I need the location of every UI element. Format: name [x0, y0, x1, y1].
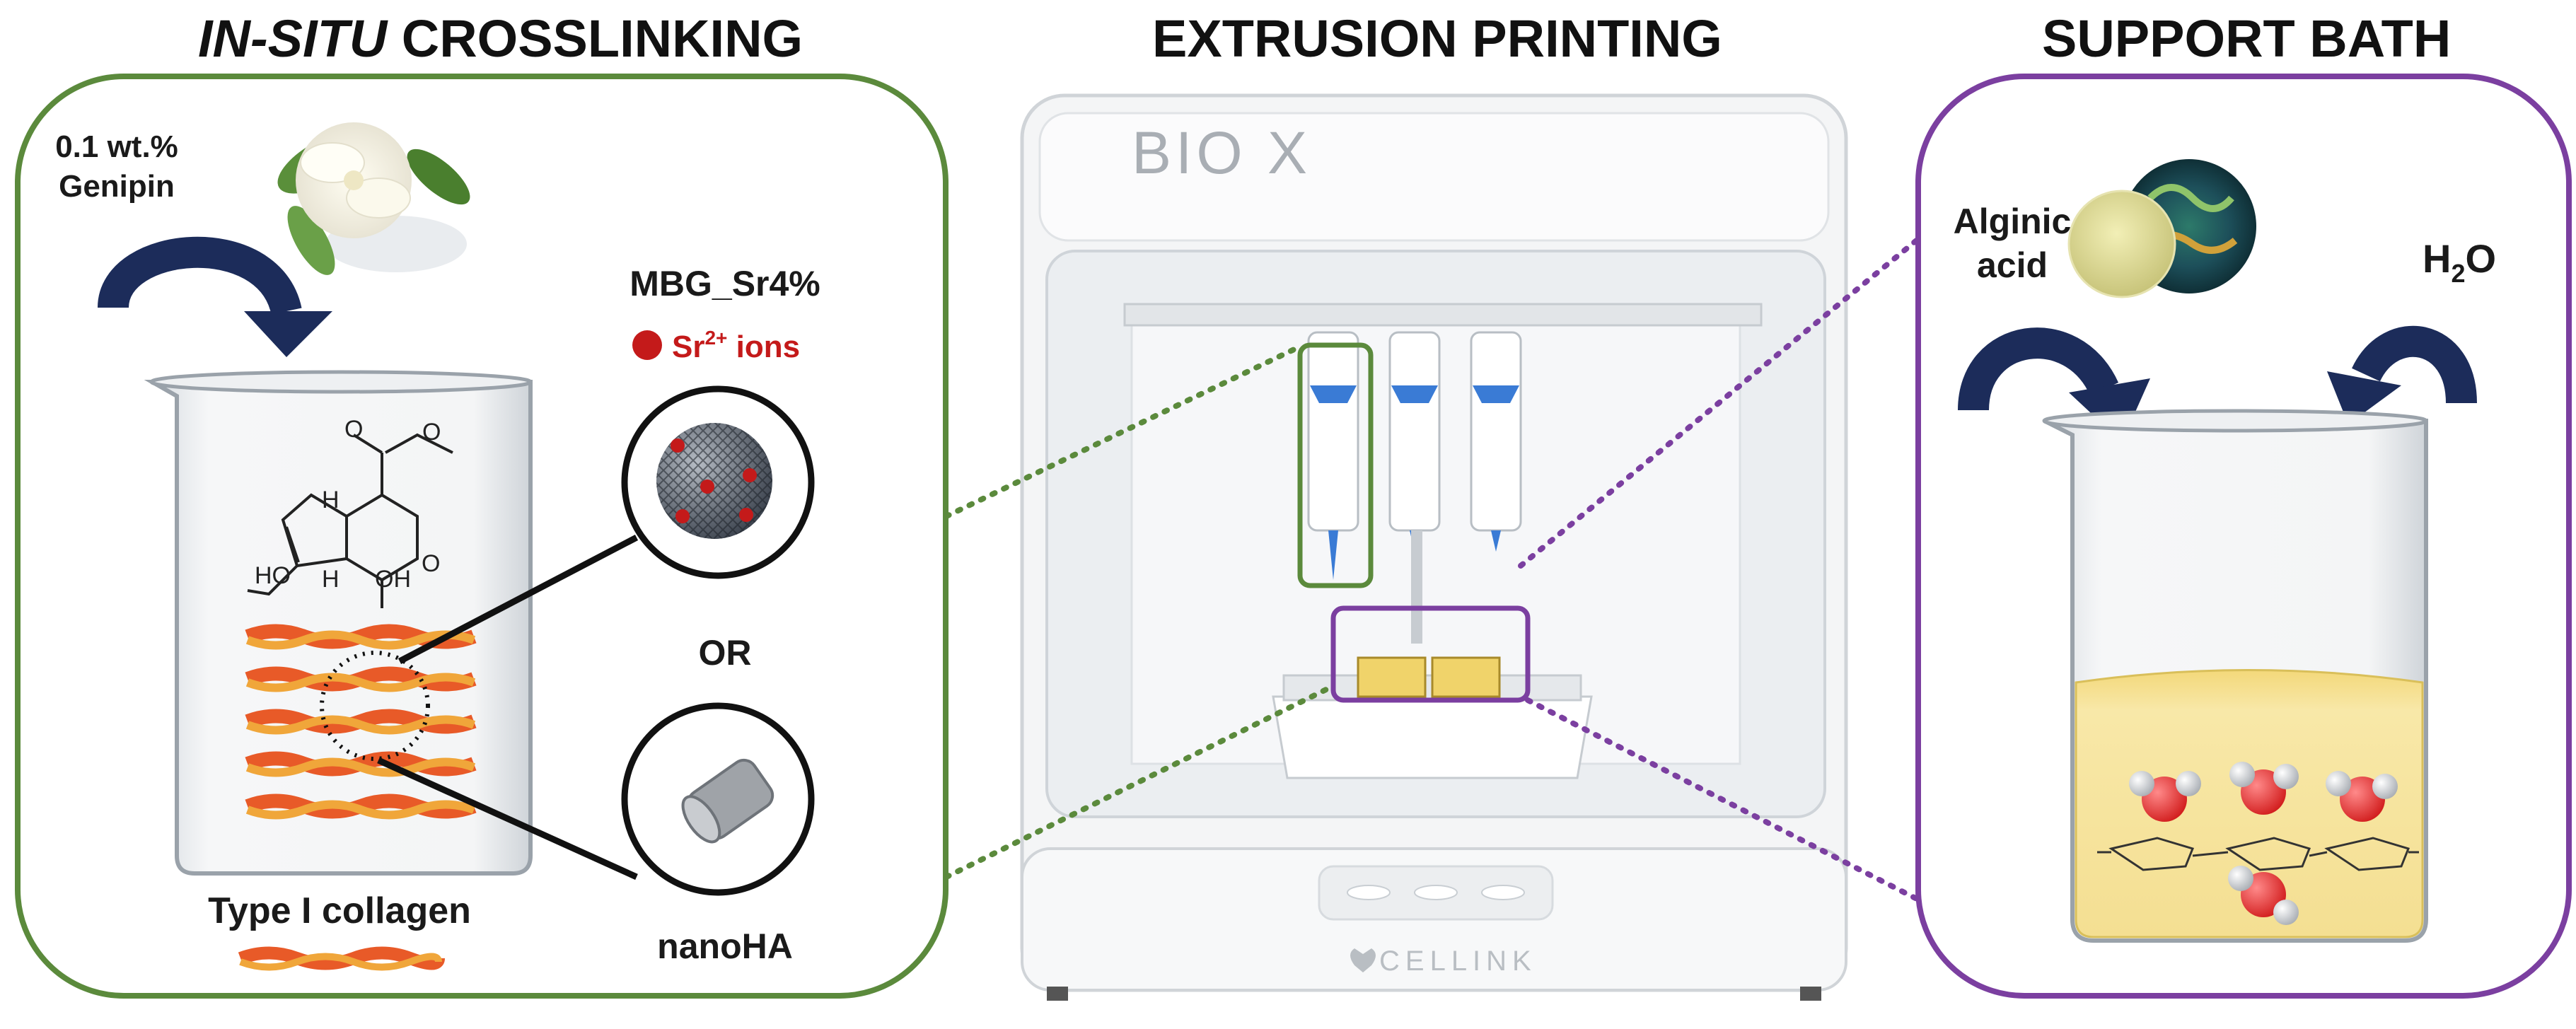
sr-ions-label: Sr2+ ions — [672, 327, 800, 364]
svg-text:O: O — [344, 416, 363, 443]
collagen-beaker — [144, 370, 533, 876]
mbg-label: MBG_Sr4% — [630, 264, 820, 303]
svg-text:OH: OH — [375, 566, 411, 593]
zoom-line-nanoha — [377, 757, 638, 880]
printed-construct-1 — [1357, 656, 1427, 698]
bioprinter-illustration: BIO X — [1020, 93, 1848, 1001]
gardenia-flower-image — [277, 122, 470, 275]
svg-text:H: H — [322, 487, 340, 513]
connector-right-bottom — [1525, 697, 1921, 902]
printer-foot-left — [1047, 987, 1068, 1001]
water-label: H2O — [2423, 236, 2496, 288]
right-panel-border — [1915, 74, 2572, 999]
print-gantry — [1123, 303, 1763, 327]
svg-text:O: O — [422, 419, 441, 446]
alginic-acid-label-line1: Alginic — [1954, 202, 2072, 241]
nanoha-particle — [681, 758, 774, 844]
mbg-sphere — [656, 423, 772, 539]
zoom-line-mbg — [398, 535, 639, 664]
alginic-arrow-head — [2069, 378, 2150, 442]
alginic-acid-powder-image — [2067, 190, 2176, 298]
support-bath-beaker — [2042, 409, 2428, 943]
genipin-curved-arrow — [98, 236, 302, 315]
connector-left-top — [944, 344, 1303, 519]
left-panel-border — [15, 74, 948, 999]
genipin-molecule-labels: O O O H H HO OH — [255, 416, 441, 593]
svg-text:O: O — [422, 550, 440, 577]
printhead-2 — [1388, 331, 1441, 552]
right-panel: Alginic acid H2O — [1915, 74, 2572, 999]
genipin-concentration-label: 0.1 wt.% — [55, 129, 178, 164]
water-molecules — [2129, 762, 2398, 925]
alginic-acid-curved-arrow — [1958, 327, 2119, 412]
cellink-brand-label: CELLINK — [1379, 946, 1537, 977]
right-panel-header: SUPPORT BATH — [2042, 9, 2451, 68]
printed-construct-2 — [1431, 656, 1501, 698]
svg-text:H: H — [322, 566, 340, 593]
zoom-region-circle — [320, 651, 430, 761]
collagen-label: Type I collagen — [208, 890, 471, 931]
print-bed-highlight — [1330, 605, 1531, 703]
genipin-label: Genipin — [59, 169, 175, 204]
connector-right-top — [1518, 236, 1921, 569]
genipin-molecule-structure — [247, 433, 453, 608]
printer-brand-label: BIO X — [1132, 120, 1311, 186]
collagen-strand-icon — [238, 946, 445, 971]
center-panel-header: EXTRUSION PRINTING — [1152, 9, 1722, 68]
alginic-acid-label-line2: acid — [1977, 245, 2048, 285]
cellink-heart-logo — [1350, 948, 1376, 972]
water-curved-arrow — [2352, 325, 2477, 405]
or-label: OR — [699, 633, 752, 673]
printhead-1 — [1307, 331, 1359, 580]
printer-foot-right — [1800, 987, 1821, 1001]
connector-left-bottom — [944, 683, 1336, 880]
nanoha-label: nanoHA — [657, 926, 793, 966]
printhead-highlight — [1297, 342, 1374, 588]
svg-text:HO: HO — [255, 562, 291, 589]
alginate-polymer-structure — [2097, 837, 2419, 871]
sr-ion-dot — [632, 330, 662, 360]
left-panel-header: IN-SITU CROSSLINKING — [198, 9, 803, 68]
left-panel: 0.1 wt.% Genipin — [15, 74, 948, 999]
printer-top-panel — [1038, 112, 1830, 242]
genipin-arrow-head — [244, 311, 332, 357]
printhead-3 — [1470, 331, 1522, 552]
